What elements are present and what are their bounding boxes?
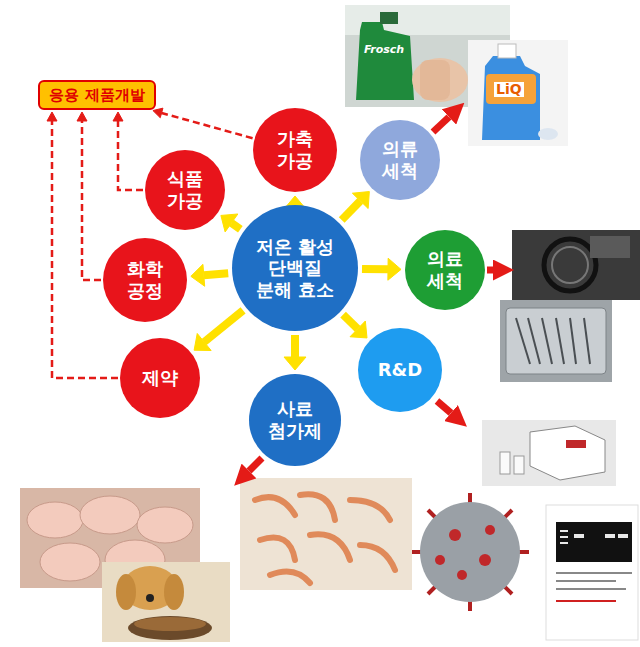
category-circle: 화학 공정: [103, 238, 187, 322]
circle-label: 가축 가공: [270, 128, 320, 171]
shrimp-photo: [240, 478, 412, 590]
category-circle: R&D: [358, 328, 442, 412]
circle-label: R&D: [378, 359, 423, 381]
category-circle: 저온 활성 단백질 분해 효소: [232, 205, 358, 331]
detergent-photo: [468, 40, 568, 146]
dog-photo: [102, 562, 230, 642]
block-arrow: [342, 192, 370, 220]
circle-label: 사료 첨가제: [266, 398, 324, 441]
block-arrow: [343, 315, 367, 338]
product-label: LiQ: [494, 82, 524, 97]
circle-label: 의류 세척: [375, 138, 425, 181]
box-label: 응용 제품개발: [49, 86, 144, 104]
circle-label: 의료 세척: [420, 248, 470, 291]
circle-label: 저온 활성 단백질 분해 효소: [247, 236, 343, 301]
category-circle: 제약: [120, 338, 200, 418]
dashed-arrow: [153, 108, 253, 138]
product-box: 응용 제품개발: [38, 80, 156, 110]
circle-label: 제약: [142, 367, 178, 389]
circle-label: 화학 공정: [120, 258, 170, 301]
circle-label: 식품 가공: [160, 168, 210, 211]
dashed-arrow: [77, 112, 101, 280]
endoscope-photo: [512, 230, 640, 300]
category-circle: 가축 가공: [253, 108, 337, 192]
gel-photo: [546, 505, 638, 640]
dashed-arrow: [113, 112, 143, 190]
instrument-tray-photo: [500, 300, 612, 382]
block-arrow: [194, 310, 243, 350]
product-label: Frosch: [362, 44, 406, 56]
kit-photo: [482, 420, 616, 486]
category-circle: 사료 첨가제: [249, 374, 341, 466]
block-arrow: [284, 335, 306, 370]
block-arrow: [191, 264, 228, 286]
category-circle: 의료 세척: [405, 230, 485, 310]
block-arrow: [362, 258, 401, 280]
category-circle: 의류 세척: [360, 120, 440, 200]
virus-illustration: [411, 493, 529, 611]
dashed-arrow: [47, 112, 118, 378]
category-circle: 식품 가공: [145, 150, 225, 230]
block-arrow: [221, 214, 240, 232]
